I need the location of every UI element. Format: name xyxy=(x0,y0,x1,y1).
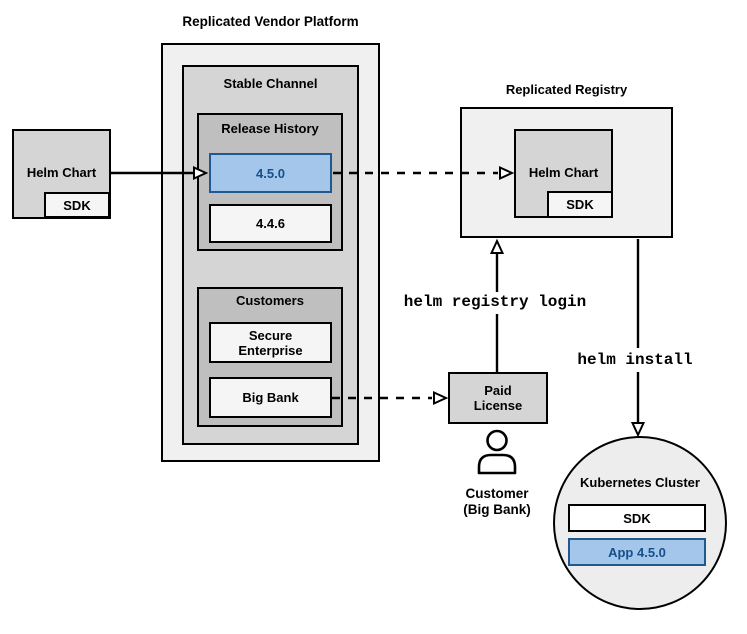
release-history-title: Release History xyxy=(221,121,319,136)
source-helm-chart-label: Helm Chart xyxy=(26,165,97,180)
kubernetes-cluster-title: Kubernetes Cluster xyxy=(580,475,700,490)
customer-item-label: Secure Enterprise xyxy=(238,327,303,358)
person-icon-head xyxy=(486,429,508,452)
release-item-450: 4.5.0 xyxy=(209,153,332,193)
customer-item-big-bank: Big Bank xyxy=(209,377,332,418)
customer-caption-line2: (Big Bank) xyxy=(463,502,531,517)
paid-license-box: Paid License xyxy=(448,372,548,424)
arrow-registry-to-cluster-head xyxy=(630,422,646,438)
registry-helm-chart-label: Helm Chart xyxy=(528,165,599,180)
paid-license-label: Paid License xyxy=(473,383,523,413)
helm-registry-login-label: helm registry login xyxy=(403,293,587,311)
customers-title: Customers xyxy=(236,293,304,308)
customer-caption: Customer (Big Bank) xyxy=(437,486,557,518)
registry-title: Replicated Registry xyxy=(505,82,628,97)
registry-sdk-box: SDK xyxy=(547,191,613,218)
arrow-license-to-registry-head xyxy=(489,238,505,254)
source-sdk-box: SDK xyxy=(44,192,110,218)
person-icon-body xyxy=(477,453,517,475)
vendor-platform-title: Replicated Vendor Platform xyxy=(182,14,359,29)
person-icon xyxy=(477,429,517,475)
customer-item-secure-enterprise: Secure Enterprise xyxy=(209,322,332,363)
customer-caption-line1: Customer xyxy=(465,486,529,501)
stable-channel-title: Stable Channel xyxy=(223,76,318,91)
cluster-app-box: App 4.5.0 xyxy=(568,538,706,566)
release-item-446: 4.4.6 xyxy=(209,204,332,243)
cluster-sdk-box: SDK xyxy=(568,504,706,532)
helm-install-label: helm install xyxy=(577,351,693,369)
arrow-bigbank-to-license-head xyxy=(433,390,449,406)
